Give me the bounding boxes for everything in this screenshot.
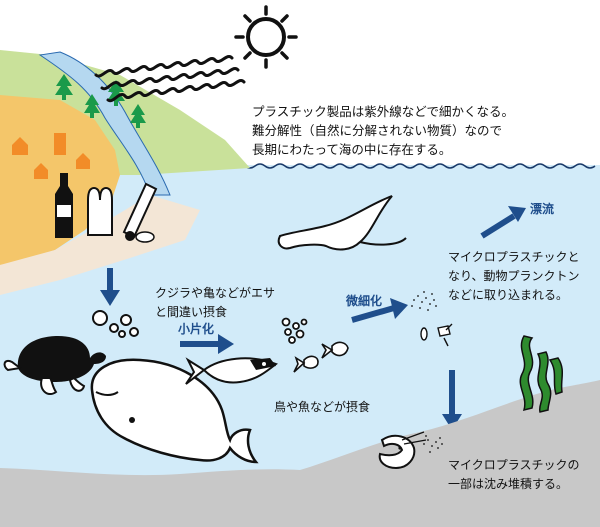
plastic-tube-icon xyxy=(122,182,158,243)
label-fragment-small: 小片化 xyxy=(178,322,215,336)
uv-caption: プラスチック製品は紫外線などで細かくなる。 難分解性（自然に分解されない物質）な… xyxy=(252,102,514,159)
shrimp-icon xyxy=(378,431,427,470)
house-icon xyxy=(12,133,90,179)
whale-caption-line-1: クジラや亀などがエサ xyxy=(155,286,276,300)
plastic-fragments-icon xyxy=(92,310,139,338)
label-fragment-micro: 微細化 xyxy=(346,294,383,308)
plankton-caption-line-2: なり、動物プランクトン xyxy=(448,269,580,283)
arrow-down-sink xyxy=(442,370,462,430)
bird-fish-caption: 鳥や魚などが摂食 xyxy=(274,400,371,414)
seabed xyxy=(0,380,600,527)
sea-surface-waves xyxy=(234,163,596,169)
turtle-icon xyxy=(3,336,107,396)
plastic-bag-icon xyxy=(87,186,113,236)
uv-caption-line-1: プラスチック製品は紫外線などで細かくなる。 xyxy=(252,104,515,119)
sun-icon xyxy=(234,5,298,69)
uv-caption-line-3: 長期にわたって海の中に存在する。 xyxy=(252,142,452,157)
plankton-caption-line-1: マイクロプラスチックと xyxy=(448,250,580,264)
fish-icon xyxy=(293,341,349,373)
beach xyxy=(0,195,200,295)
seagull-icon xyxy=(277,195,407,251)
sediment-caption-line-2: 一部は沈み堆積する。 xyxy=(448,477,569,491)
seaweed-icon xyxy=(519,335,564,413)
microplastic-particles-icon xyxy=(423,435,443,453)
uv-ray-icon xyxy=(94,55,246,103)
uv-caption-line-2: 難分解性（自然に分解されない物質）なので xyxy=(252,123,503,138)
plastic-fragments-icon xyxy=(281,317,308,344)
zooplankton-icon xyxy=(420,323,453,347)
whale-caption: クジラや亀などがエサ と間違い摂食 xyxy=(155,284,275,322)
plankton-caption: マイクロプラスチックと なり、動物プランクトン などに取り込まれる。 xyxy=(448,248,580,305)
arrow-down-beach xyxy=(100,268,120,306)
arrow-right-small-pieces xyxy=(180,334,234,354)
whale-icon xyxy=(90,358,259,464)
fish-icon xyxy=(185,357,278,385)
sediment-caption-line-1: マイクロプラスチックの xyxy=(448,458,580,472)
label-drift: 漂流 xyxy=(530,202,555,216)
microplastic-particles-icon xyxy=(411,291,437,311)
whale-caption-line-2: と間違い摂食 xyxy=(155,305,228,319)
plankton-caption-line-3: などに取り込まれる。 xyxy=(448,288,569,302)
arrow-drift xyxy=(480,206,526,239)
arrow-micro xyxy=(351,298,408,323)
plastic-bottle-icon xyxy=(55,173,73,238)
sediment-caption: マイクロプラスチックの 一部は沈み堆積する。 xyxy=(448,456,580,494)
